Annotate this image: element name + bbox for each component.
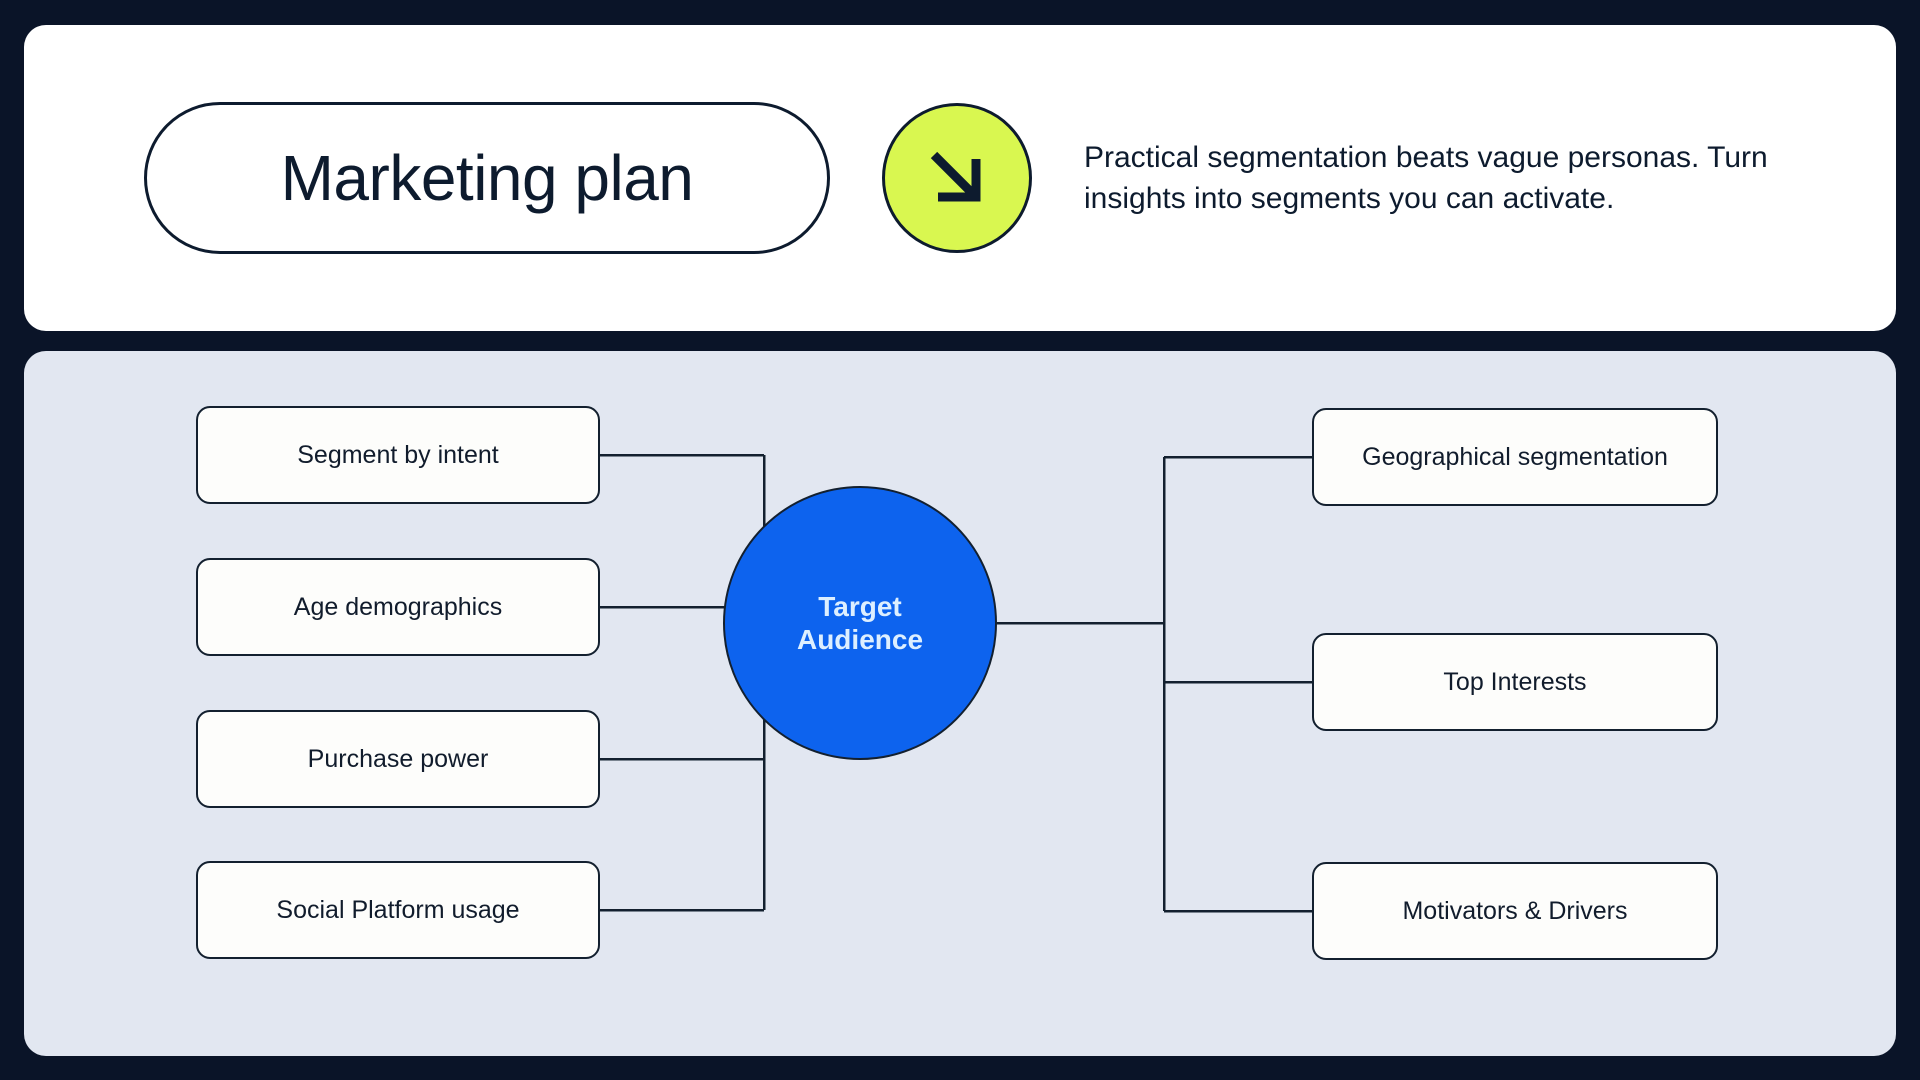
node-geographical-segmentation[interactable]: Geographical segmentation bbox=[1312, 408, 1718, 506]
node-purchase-power[interactable]: Purchase power bbox=[196, 710, 600, 808]
title-pill: Marketing plan bbox=[144, 102, 830, 254]
header-tagline: Practical segmentation beats vague perso… bbox=[1084, 140, 1768, 215]
node-top-interests[interactable]: Top Interests bbox=[1312, 633, 1718, 731]
node-label: Segment by intent bbox=[297, 440, 499, 469]
hub-target-audience[interactable]: Target Audience bbox=[723, 486, 997, 760]
node-motivators-and-drivers[interactable]: Motivators & Drivers bbox=[1312, 862, 1718, 960]
arrow-down-right-icon bbox=[882, 103, 1032, 253]
node-label: Social Platform usage bbox=[276, 895, 520, 924]
diagram-panel: Segment by intent Age demographics Purch… bbox=[24, 351, 1896, 1056]
node-label: Geographical segmentation bbox=[1362, 442, 1668, 471]
mind-map: Segment by intent Age demographics Purch… bbox=[24, 351, 1896, 1056]
page-title: Marketing plan bbox=[280, 142, 694, 214]
node-label: Motivators & Drivers bbox=[1402, 896, 1628, 925]
node-label: Top Interests bbox=[1443, 667, 1587, 696]
node-label: Purchase power bbox=[307, 744, 489, 773]
node-social-platform-usage[interactable]: Social Platform usage bbox=[196, 861, 600, 959]
header-panel: Marketing plan Practical segmentation be… bbox=[24, 25, 1896, 331]
node-label: Age demographics bbox=[293, 592, 503, 621]
node-age-demographics[interactable]: Age demographics bbox=[196, 558, 600, 656]
node-segment-by-intent[interactable]: Segment by intent bbox=[196, 406, 600, 504]
